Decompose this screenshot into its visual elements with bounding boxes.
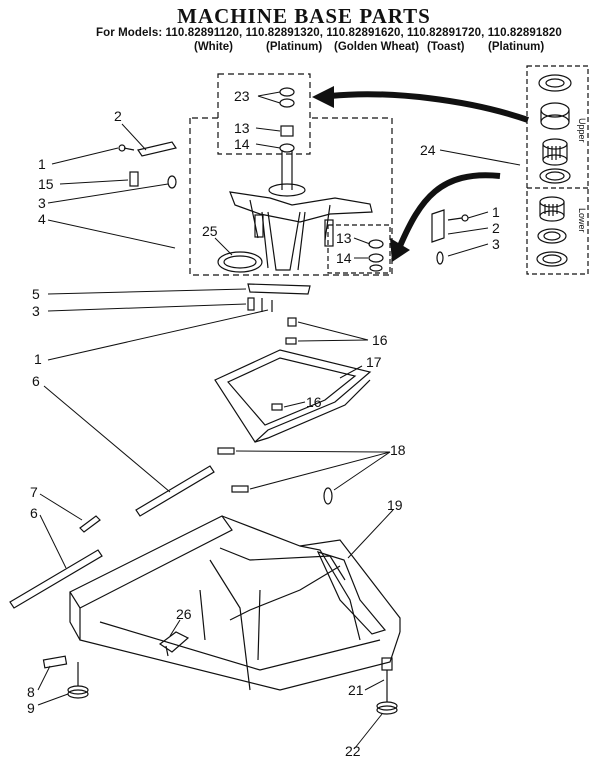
callout-14: 14 [234,136,250,152]
tub-support-frame-17 [214,349,372,443]
callout-16: 16 [372,332,388,348]
callout-2: 2 [114,108,122,124]
bracket-2-right [431,209,445,243]
callout-1-right: 1 [492,204,500,220]
callout-21: 21 [348,682,364,698]
bracket-5 [247,283,311,295]
bearing-stack-top [279,87,295,153]
diagram-title: MACHINE BASE PARTS [177,4,431,28]
bracket-2-left [137,141,177,157]
callout-2-right: 2 [492,220,500,236]
callout-22: 22 [345,743,361,759]
arrow-lower [397,172,501,248]
clip-18b [231,485,249,493]
callout-24: 24 [420,142,436,158]
callout-18: 18 [390,442,406,458]
callout-25: 25 [202,223,218,239]
clip-18a [217,447,235,455]
pin-7 [79,515,101,533]
callout-13: 13 [234,120,250,136]
callout-1-lower: 1 [34,351,42,367]
model-numbers: For Models: 110.82891120, 110.82891320, … [96,27,562,39]
callout-7: 7 [30,484,38,500]
color-golden-wheat: (Golden Wheat) [334,41,419,53]
clip-16c [271,403,283,411]
dashed-box-top [217,73,311,155]
seal-ring-25 [217,251,263,273]
label-upper: Upper [577,118,587,143]
brace-6-lower [9,549,103,609]
leveling-foot-right [376,657,398,715]
leveling-foot-left [42,655,89,699]
brace-6-upper [135,465,215,517]
callout-14-inner: 14 [336,250,352,266]
bearing-panel [526,65,589,275]
color-toast: (Toast) [427,41,465,53]
bearing-stack-inner [368,239,384,272]
callout-6-lower: 6 [30,505,38,521]
upper-bearing-assembly [538,74,572,184]
callout-3: 3 [38,195,46,211]
callout-1: 1 [38,156,46,172]
callout-3-lower: 3 [32,303,40,319]
color-platinum-1: (Platinum) [266,41,323,53]
machine-base-frame [69,515,401,691]
callout-4: 4 [38,211,46,227]
callout-15: 15 [38,176,54,192]
color-platinum-2: (Platinum) [488,41,545,53]
center-post-and-spider [229,150,373,271]
clip-18c [323,487,333,505]
label-lower: Lower [577,208,587,233]
callout-5: 5 [32,286,40,302]
callout-26: 26 [176,606,192,622]
callout-8: 8 [27,684,35,700]
clip-16b [285,337,297,345]
dashed-box-inner [327,224,391,274]
lower-bearing-assembly [536,196,568,267]
brace-19 [316,551,387,635]
callout-9: 9 [27,700,35,716]
callout-17: 17 [366,354,382,370]
callout-16-frame: 16 [306,394,322,410]
callout-13-inner: 13 [336,230,352,246]
callout-23: 23 [234,88,250,104]
clip-16a [287,317,297,327]
callout-6: 6 [32,373,40,389]
callout-19: 19 [387,497,403,513]
color-white: (White) [194,41,233,53]
bracket-26 [158,631,190,657]
dashed-box-main [189,117,393,276]
callout-3-right: 3 [492,236,500,252]
arrow-upper [329,91,529,123]
